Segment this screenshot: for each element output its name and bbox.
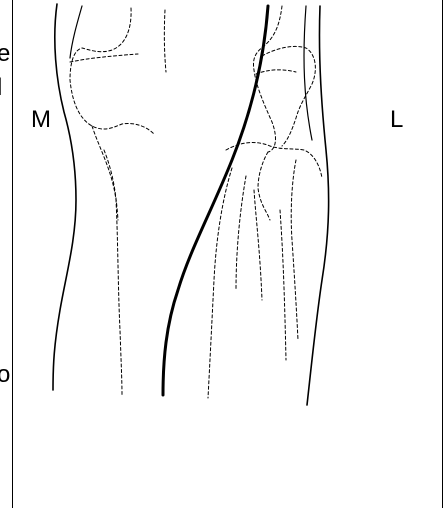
lateral-side-label: L (390, 108, 403, 132)
fibula-shaft-line (291, 160, 298, 340)
tibial-plateau-contour (226, 143, 322, 178)
tibia-lateral-inner-3 (280, 210, 286, 360)
femur-shaft-line (164, 10, 166, 72)
medial-inner-line (70, 6, 82, 58)
lateral-condyle-inner (256, 70, 296, 74)
fibula-head-contour (258, 152, 270, 220)
tibia-lateral-inner-2 (254, 190, 262, 300)
trochlea-contour (70, 54, 138, 62)
tibia-medial-border (92, 126, 122, 395)
tibia-medial-inner (104, 150, 118, 220)
tibia-lateral-inner-1 (236, 176, 246, 290)
lateral-inner-line (304, 6, 312, 140)
tibia-lateral-border (208, 168, 232, 398)
medial-condyle-contour (70, 8, 154, 134)
lateral-skin-outline (307, 6, 329, 405)
lateral-condyle-contour (262, 46, 315, 146)
central-contour (163, 6, 268, 395)
medial-side-label: M (31, 108, 51, 132)
